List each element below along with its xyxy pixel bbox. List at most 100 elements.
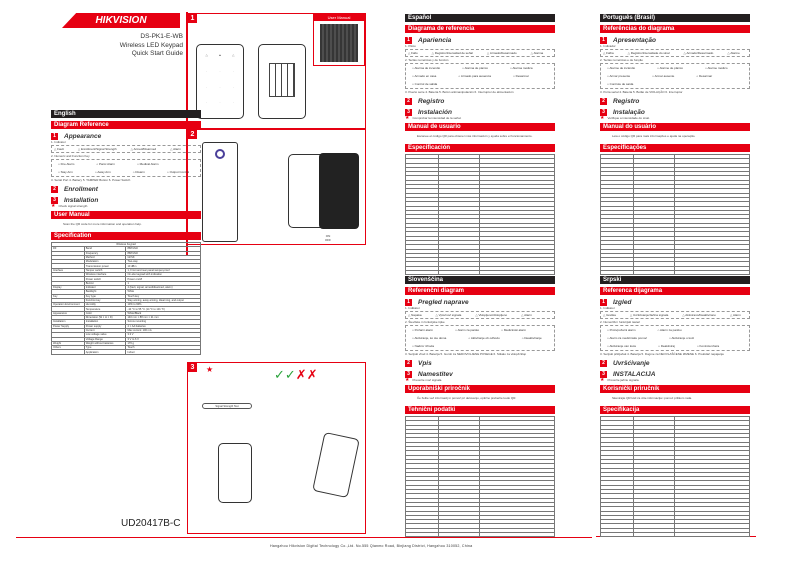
indicator-list: △ Fault△ Enrollment/Signal Strength△ Arm… [51,145,201,153]
key-item: ⌂ Away Arm [94,170,111,174]
star-icon: ★ [600,377,605,383]
battery-compartment [269,63,295,97]
hikvision-logo: HIKVISION [62,13,180,28]
manual-text: Leia o código QR para mais informações e… [612,134,696,138]
indicator-item: △ Alarme [727,51,740,55]
footer-rule [16,537,592,538]
model-number: DS-PK1-E-WB [140,33,183,40]
spec-heading: Tehnični podatki [405,406,555,414]
key-item: ⌂ Nadzor izhoda [412,344,435,348]
qr-label: User Manual [314,15,364,21]
screw-image [312,431,360,499]
app-steps-image [202,142,238,242]
key-list: ⌂ Požarni alarm⌂ Alarm za paniko⌂ Medici… [405,325,555,351]
indicator-label: 1. Piloto [405,44,416,48]
product-name: Wireless LED Keypad [119,41,183,49]
keys-label: 2. Numeric and Function Key [51,154,90,158]
panel-number: 3 [188,363,197,372]
keys-label: 2. Številske in funkcijske tipke [405,320,445,324]
diagram-heading: Referências do diagrama [600,25,750,33]
key-list: ⌂ Fire Alarm⌂ Panic Alarm⌂ Medical Alarm… [51,159,201,177]
manual-text: Scan the QR code for more information an… [63,222,142,226]
indicator-item: △ Aktivirano/Deaktivirano [682,313,716,317]
indicator-item: △ Alarm [729,313,741,317]
manual-heading: User Manual [51,211,201,219]
star-icon: ★ [405,115,410,121]
key-item: ⌂ Alarma de pánico [462,66,489,70]
manual-heading: Manual de usuario [405,123,555,131]
parts-notes: 3. Porta serial 4. Bateria 5. Botão de V… [600,90,683,94]
key-item: ⌂ Aktiviranje ob odhodu [468,336,500,340]
key-item: ⌂ Panic Alarm [96,162,115,166]
key-item: ⌂ Alarma de incendio [412,66,441,70]
indicator-item: △ Alarm [170,147,181,151]
indicator-item: △ Alarm [521,313,532,317]
guide-title: Quick Start Guide [131,50,183,57]
keys-label: 2. Teclas numéricas y de función [405,58,449,62]
key-item: ⌂ Armado en casa [412,74,437,78]
key-item: ⌂ Medicinski alarm [501,328,527,332]
key-item: ⌂ Alarm za medicinsku pomoć [607,336,647,340]
indicator-label: 1. Indicador [600,44,616,48]
indicator-item: △ Armado/Desarmado [683,51,714,55]
key-item: ⌂ Stay Arm [58,170,73,174]
parts-notes: 3. Serijski vhod 4. Baterija 5. Gumb za … [405,352,527,356]
check-text: Verifique a intensidade do sinal. [607,116,650,120]
parts-notes: 3. Serial Port 4. Battery 5. TAMPER Butt… [51,178,131,182]
qr-code [320,24,358,62]
manual-text: Escanee el código QR para obtener más in… [417,134,533,138]
phone-scan-image [288,153,359,229]
indicator-label: 1. Indikator [405,306,420,310]
key-item: ⌂ Alarma médica [510,66,533,70]
spec-heading: Specification [51,232,201,240]
indicator-list: △ Greška△ Uvršćivanje/Jačina signala△ Ak… [600,311,750,319]
spec-heading: Especificación [405,144,555,152]
title-block: DS-PK1-E-WB Wireless LED Keypad Quick St… [120,33,183,59]
key-item: ⌂ Alarm za paniko [455,328,480,332]
indicator-list: △ Fallo△ Registro/Intensidad de señal△ A… [405,49,555,57]
manual-text: Če želite več informacij in pomoč pri de… [417,396,517,400]
key-item: ⌂ Alarm za paniku [657,328,682,332]
key-item: ⌂ Desarmar [513,74,529,78]
key-item: ⌂ Armar ausente [652,74,675,78]
key-item: ⌂ Protivpožarni alarm [607,328,636,332]
indicator-item: △ Vklopljeno/izklopljeno [475,313,508,317]
indicator-item: △ Falha [603,51,614,55]
mount-image [218,443,252,503]
manual-text: Skenirajte QR kôd za više informacija i … [612,396,693,400]
key-item: ⌂ Controle de saída [607,82,634,86]
star-icon: ★ [405,377,410,383]
key-item: ⌂ Aktiviranje van kuće [607,344,637,348]
language-bar: English [51,110,201,118]
spec-table [600,415,750,538]
keys-label: 2. Numerički i funkcijski tasteri [600,320,641,324]
keypad-front-image: △▲△········· [196,44,244,119]
keys-label: 2. Teclas numéricas e de função [600,58,643,62]
keypad-back-image [258,44,306,119]
footer-rule-2 [406,537,566,538]
parts-notes: 3. Puerto serie 4. Batería 5. Botón anti… [405,90,514,94]
key-list: ⌂ Protivpožarni alarm ⌂ Alarm za paniku ⌂ … [600,325,750,351]
indicator-item: △ Napaka [408,313,422,317]
key-item: ⌂ Output Control [166,170,190,174]
spec-heading: Especificações [600,144,750,152]
key-item: ⌂ Medical Alarm [137,162,159,166]
indicator-item: △ Armed/Disarmed [130,147,157,151]
key-list: ⌂ Alarme de incêndio⌂ Alarme de pânico⌂ … [600,63,750,89]
spec-table [600,153,750,276]
diagram-heading: Referenčni diagram [405,287,555,295]
qr-box: User Manual [313,14,365,66]
